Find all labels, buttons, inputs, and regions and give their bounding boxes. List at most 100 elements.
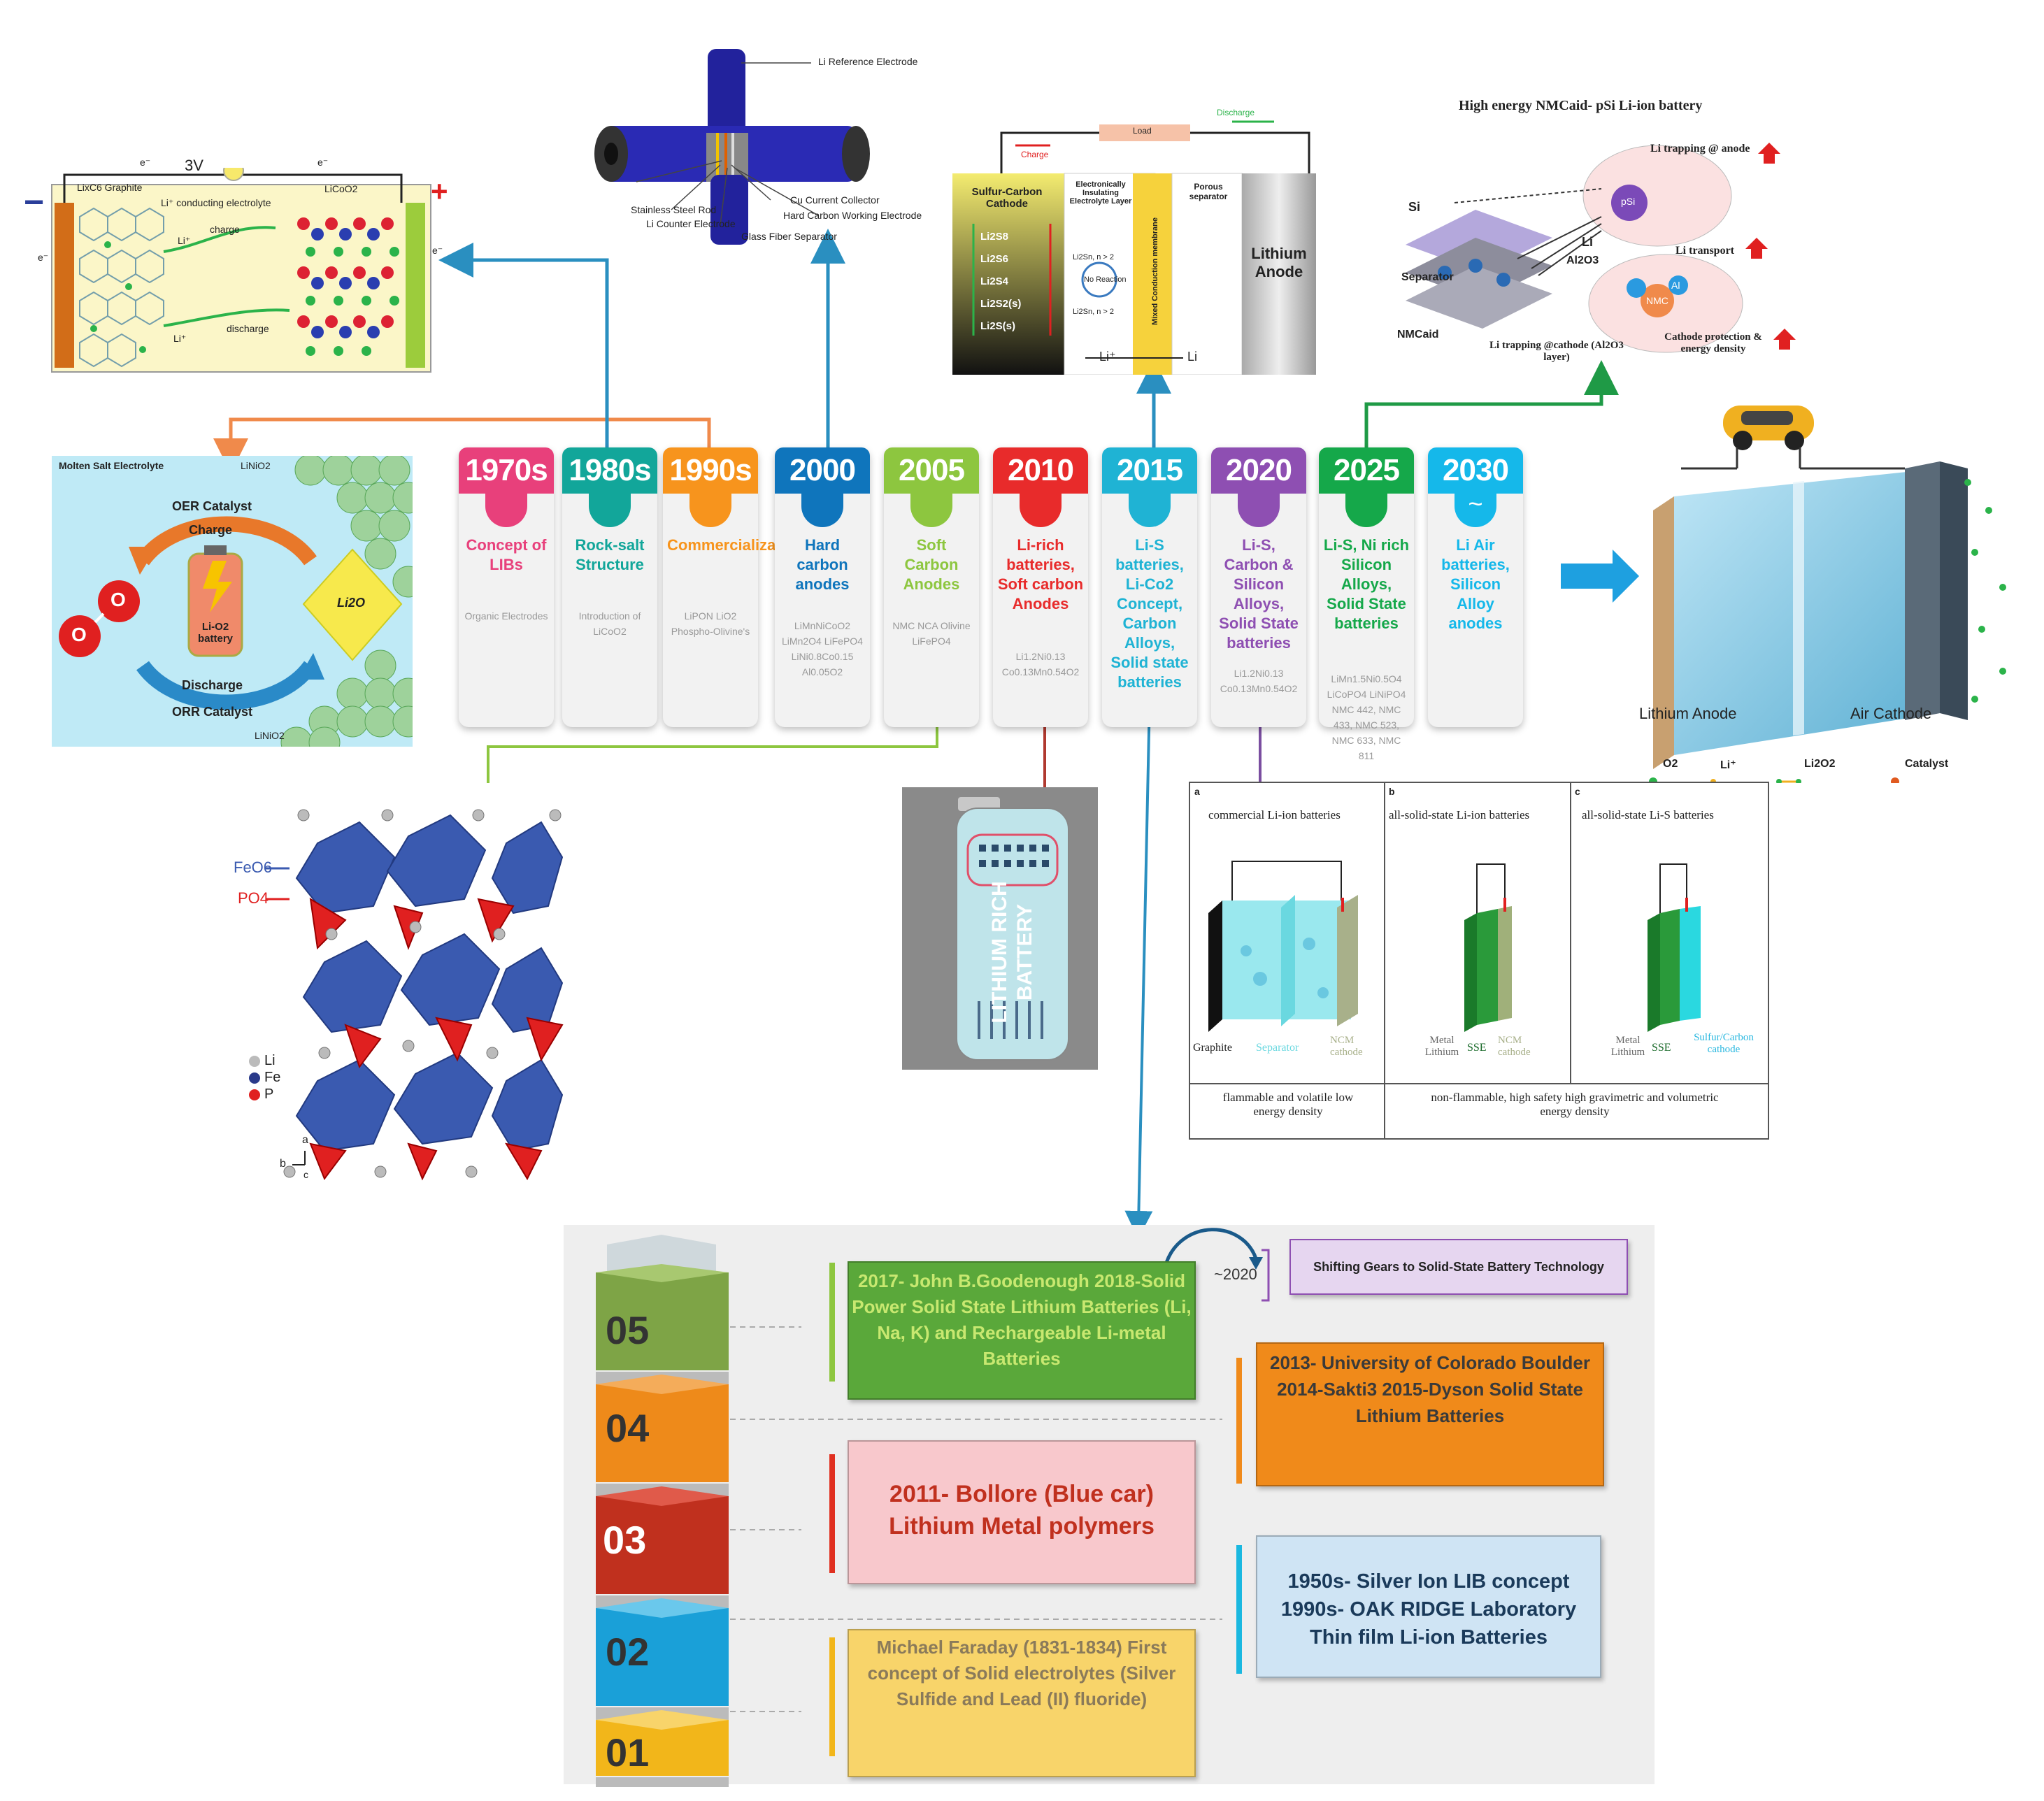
- si-label: Si: [1408, 200, 1421, 214]
- ss-foot-a: flammable and volatile low energy densit…: [1222, 1091, 1354, 1118]
- li2o-label: Li2O: [337, 596, 366, 610]
- oxygen-label-2: O: [110, 589, 126, 610]
- o2-legend: O2: [1663, 758, 1678, 770]
- sse-label-1: SSE: [1467, 1042, 1487, 1054]
- timeline-subtitle: LiMnNiCoO2 LiMn2O4 LiFePO4 LiNi0.8Co0.15…: [782, 620, 863, 677]
- axis-c-label: c: [303, 1169, 308, 1180]
- timeline-drop: [910, 485, 952, 527]
- lio2-drawing: [59, 456, 413, 747]
- separator-label: Separator: [1256, 1042, 1299, 1054]
- li2s-label: Li2S(s): [980, 320, 1016, 332]
- electron-label-1: e⁻: [140, 157, 151, 168]
- nmc-label: NMC: [1646, 295, 1668, 306]
- arrow-to-li-air: [1561, 550, 1639, 603]
- sulfur-label: Sulfur/Carbon cathode: [1694, 1032, 1754, 1055]
- discharge-label: Discharge: [1217, 108, 1255, 117]
- protection-label: Cathode protection & energy density: [1664, 331, 1762, 354]
- year-2020-label: ~2020: [1214, 1265, 1257, 1283]
- air-cathode-label: Air Cathode: [1850, 705, 1932, 722]
- electron-label-4: e⁻: [432, 245, 443, 256]
- trap-cathode-label: Li trapping @cathode (Al2O3 layer): [1489, 340, 1624, 363]
- timeline-drop: [689, 485, 731, 527]
- hard-carbon-label: Hard Carbon Working Electrode: [783, 210, 922, 221]
- timeline-subtitle: Introduction of LiCoO2: [578, 610, 641, 637]
- licoo2-label: LiCoO2: [324, 183, 358, 194]
- nmc-drawing: [1406, 143, 1796, 353]
- voltage-label: 3V: [185, 157, 203, 174]
- box-01: Michael Faraday (1831-1834) First concep…: [848, 1629, 1196, 1777]
- charge-label: charge: [210, 224, 240, 235]
- electron-label-3: e⁻: [38, 252, 49, 263]
- ss-b: b: [1389, 786, 1395, 797]
- oxygen-label-1: O: [71, 624, 87, 645]
- timeline-year: 2025: [1319, 447, 1414, 494]
- box-02: 1950s- Silver Ion LIB concept 1990s- OAK…: [1256, 1535, 1601, 1678]
- ncm-label-1: NCM cathode: [1330, 1035, 1363, 1058]
- timeline-title: Concept of LIBs: [466, 536, 547, 573]
- box-04: 2013- University of Colorado Boulder 201…: [1256, 1342, 1604, 1486]
- al2o3-label: Al2O3: [1566, 254, 1599, 266]
- ncm-label-2: NCM cathode: [1498, 1035, 1531, 1058]
- timeline-year: 2015: [1102, 447, 1197, 494]
- lis-panel: Load Discharge Charge Sulfur-Carbon Cath…: [952, 105, 1316, 375]
- electrolyte-label: Li⁺ conducting electrolyte: [161, 197, 271, 208]
- plus-sign: +: [431, 175, 448, 208]
- stack-label-02: 02: [606, 1630, 650, 1674]
- timeline-subtitle: Li1.2Ni0.13 Co0.13Mn0.54O2: [1220, 668, 1298, 694]
- timeline-subtitle: Organic Electrodes: [464, 610, 548, 622]
- line-1980s-liion: [438, 243, 609, 447]
- axis-b-label: b: [280, 1158, 286, 1170]
- trap-anode-label: Li trapping @ anode: [1650, 143, 1750, 155]
- nmc-panel: High energy NMCaid- pSi Li-ion battery S…: [1392, 98, 1811, 378]
- cell-drawing: [594, 49, 870, 245]
- li-legend: Li⁺: [1720, 759, 1736, 771]
- axis-a-label: a: [302, 1134, 308, 1146]
- timeline-title: Li-S, Ni rich Silicon Alloys, Solid Stat…: [1323, 536, 1410, 632]
- lio2-cell-label: Li-O2 battery: [197, 621, 234, 645]
- ss-foot-bc: non-flammable, high safety high gravimet…: [1431, 1091, 1719, 1118]
- minus-sign: −: [24, 182, 45, 222]
- line-2005-lfp: [487, 727, 938, 783]
- stack-label-05: 05: [606, 1308, 650, 1352]
- stack-label-01: 01: [606, 1730, 650, 1774]
- timeline-drop: [1129, 485, 1171, 527]
- box-05: 2017- John B.Goodenough 2018-Solid Power…: [848, 1261, 1196, 1400]
- timeline-title: Soft Carbon Anodes: [903, 536, 960, 593]
- ss-drawing: [1190, 783, 1768, 1138]
- li-ion-label-2: Li⁺: [173, 333, 187, 344]
- line-1990s-lio2: [213, 417, 711, 473]
- anode-label: Lithium Anode: [1251, 245, 1307, 280]
- ss-c: c: [1575, 786, 1580, 797]
- li2s8-label: Li2S8: [980, 231, 1009, 243]
- psi-label: pSi: [1621, 196, 1636, 207]
- charge-label: Charge: [1021, 150, 1049, 159]
- steel-rod-label: Stainless Steel Rod: [631, 204, 717, 215]
- orr-label: ORR Catalyst: [172, 705, 253, 719]
- p-atom-label: P: [264, 1086, 274, 1102]
- stack-label-03: 03: [603, 1518, 647, 1562]
- cathode-label: Sulfur-Carbon Cathode: [971, 186, 1043, 210]
- counter-electrode-label: Li Counter Electrode: [646, 218, 736, 229]
- timeline-drop: [589, 485, 631, 527]
- timeline-drop: [1020, 485, 1062, 527]
- lio2-title: Molten Salt Electrolyte: [59, 460, 164, 471]
- load-label: Load: [1133, 126, 1152, 136]
- timeline-title: Li-S, Carbon & Silicon Alloys, Solid Sta…: [1219, 536, 1299, 652]
- timeline-year: 2010: [993, 447, 1088, 494]
- sse-label-2: SSE: [1652, 1042, 1671, 1054]
- linio2-top-label: LiNiO2: [241, 460, 271, 471]
- timeline-drop: [1345, 485, 1387, 527]
- timeline-subtitle: Li1.2Ni0.13 Co0.13Mn0.54O2: [1001, 651, 1080, 677]
- shift-box: Shifting Gears to Solid-State Battery Te…: [1289, 1239, 1628, 1295]
- metal-li-label-1: Metal Lithium: [1424, 1035, 1459, 1058]
- lio2-panel: Molten Salt Electrolyte LiNiO2 OER Catal…: [52, 456, 413, 747]
- li2sn-label-2: Li2Sn, n > 2: [1073, 308, 1115, 316]
- li-air-panel: Lithium Anode Air Cathode O2 Li⁺ Li2O2 C…: [1639, 406, 2021, 783]
